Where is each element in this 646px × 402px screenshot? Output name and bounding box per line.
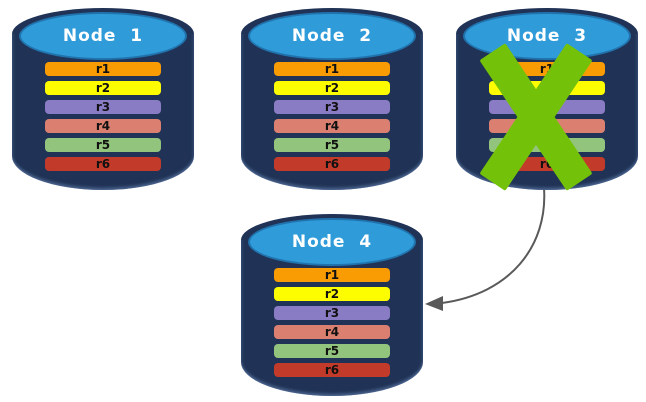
replica-row-label: r4 <box>324 119 340 133</box>
replica-row-r2: r2 <box>274 287 390 301</box>
replica-row-r4: r4 <box>45 119 161 133</box>
replica-row-r4: r4 <box>274 325 390 339</box>
node-3-cylinder-top: Node 3 <box>463 12 631 60</box>
replica-row-r1: r1 <box>45 62 161 76</box>
replica-row-label: r1 <box>324 268 340 282</box>
replica-row-r6: r6 <box>45 157 161 171</box>
replica-row-label: r1 <box>95 62 111 76</box>
replica-row-label: r3 <box>324 306 340 320</box>
replica-row-label: r2 <box>324 287 340 301</box>
replica-row-label: r5 <box>324 344 340 358</box>
node-1: Node 1 r1 r2 r3 r4 r5 r6 <box>12 8 194 190</box>
replica-row-r1: r1 <box>274 62 390 76</box>
replica-row-label: r2 <box>95 81 111 95</box>
failover-arrow-line <box>441 187 546 304</box>
replica-row-r6: r6 <box>274 363 390 377</box>
failure-x-icon <box>478 42 593 191</box>
replica-row-label: r1 <box>324 62 340 76</box>
replica-row-label: r5 <box>324 138 340 152</box>
node-4-title: Node 4 <box>291 232 373 252</box>
node-4-cylinder-top: Node 4 <box>248 218 416 266</box>
replica-row-r5: r5 <box>45 138 161 152</box>
replica-row-r4: r4 <box>274 119 390 133</box>
replica-row-r3: r3 <box>45 100 161 114</box>
replica-row-r6: r6 <box>274 157 390 171</box>
replica-row-label: r6 <box>324 363 340 377</box>
node-2: Node 2 r1 r2 r3 r4 r5 r6 <box>241 8 423 190</box>
replica-row-r3: r3 <box>274 100 390 114</box>
node-1-rows: r1 r2 r3 r4 r5 r6 <box>45 62 161 176</box>
replica-row-label: r5 <box>95 138 111 152</box>
replica-row-label: r4 <box>95 119 111 133</box>
node-2-title: Node 2 <box>291 26 373 46</box>
replica-row-r1: r1 <box>274 268 390 282</box>
node-1-title: Node 1 <box>62 26 144 46</box>
node-3-title: Node 3 <box>506 26 588 46</box>
failover-arrow-head-icon <box>425 296 443 311</box>
node-2-rows: r1 r2 r3 r4 r5 r6 <box>274 62 390 176</box>
replica-row-label: r2 <box>324 81 340 95</box>
replica-row-label: r6 <box>324 157 340 171</box>
node-4-rows: r1 r2 r3 r4 r5 r6 <box>274 268 390 382</box>
replica-row-r2: r2 <box>274 81 390 95</box>
node-1-cylinder-top: Node 1 <box>19 12 187 60</box>
replica-row-label: r4 <box>324 325 340 339</box>
replica-row-r3: r3 <box>274 306 390 320</box>
node-2-cylinder-top: Node 2 <box>248 12 416 60</box>
replica-row-label: r6 <box>95 157 111 171</box>
node-4: Node 4 r1 r2 r3 r4 r5 r6 <box>241 214 423 396</box>
replica-row-r5: r5 <box>274 138 390 152</box>
replica-row-label: r3 <box>95 100 111 114</box>
replica-row-label: r3 <box>324 100 340 114</box>
replica-row-r2: r2 <box>45 81 161 95</box>
replica-row-r5: r5 <box>274 344 390 358</box>
